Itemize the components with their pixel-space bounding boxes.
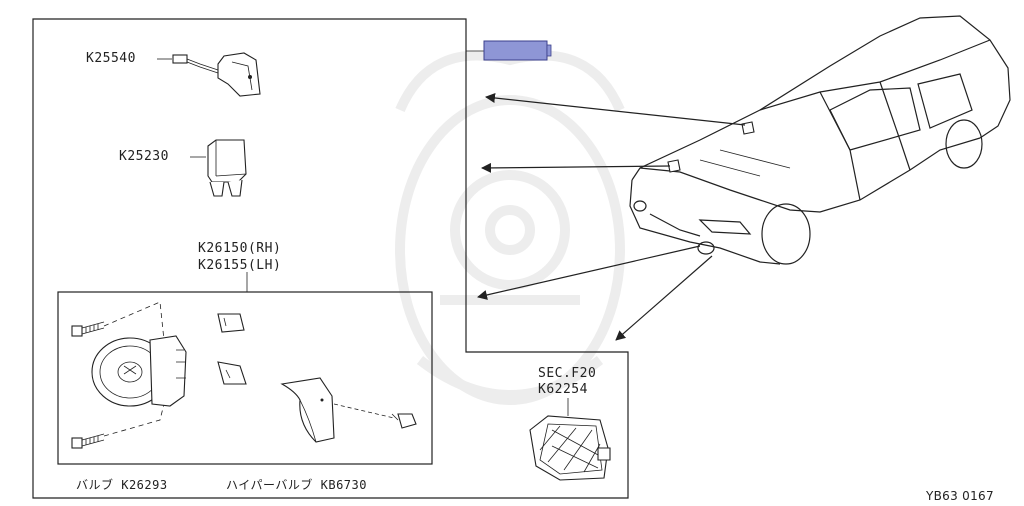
grille-part-number: K62254 xyxy=(538,382,588,397)
bolt-upper xyxy=(71,321,105,337)
grille-section-reference: SEC.F20 xyxy=(538,366,597,381)
switch-part xyxy=(157,52,261,97)
bolt-lower xyxy=(71,433,105,449)
fog-lamp-rh-part-number: K26150(RH) xyxy=(198,241,282,256)
fog-lamp-box xyxy=(57,291,433,465)
callout-arrows xyxy=(477,92,746,341)
relay-part xyxy=(190,139,247,197)
fog-lamp-lh-part-number: K26155(LH) xyxy=(198,258,282,273)
relay-part-number: K25230 xyxy=(119,149,169,164)
diagram-code: YB63 0167 xyxy=(926,489,994,503)
switch-part-number: K25540 xyxy=(86,51,136,66)
diagram-frame xyxy=(32,18,629,499)
grille-part xyxy=(529,398,611,481)
watermark-emblem xyxy=(395,50,625,405)
hyper-bulb-part-label: ハイパーバルブ KB6730 xyxy=(226,478,367,492)
car-drawing xyxy=(629,15,1011,265)
highlight-swatch xyxy=(483,40,548,61)
fog-lamp-assembly xyxy=(71,301,417,449)
bulb-part-label: バルブ K26293 xyxy=(76,478,168,492)
